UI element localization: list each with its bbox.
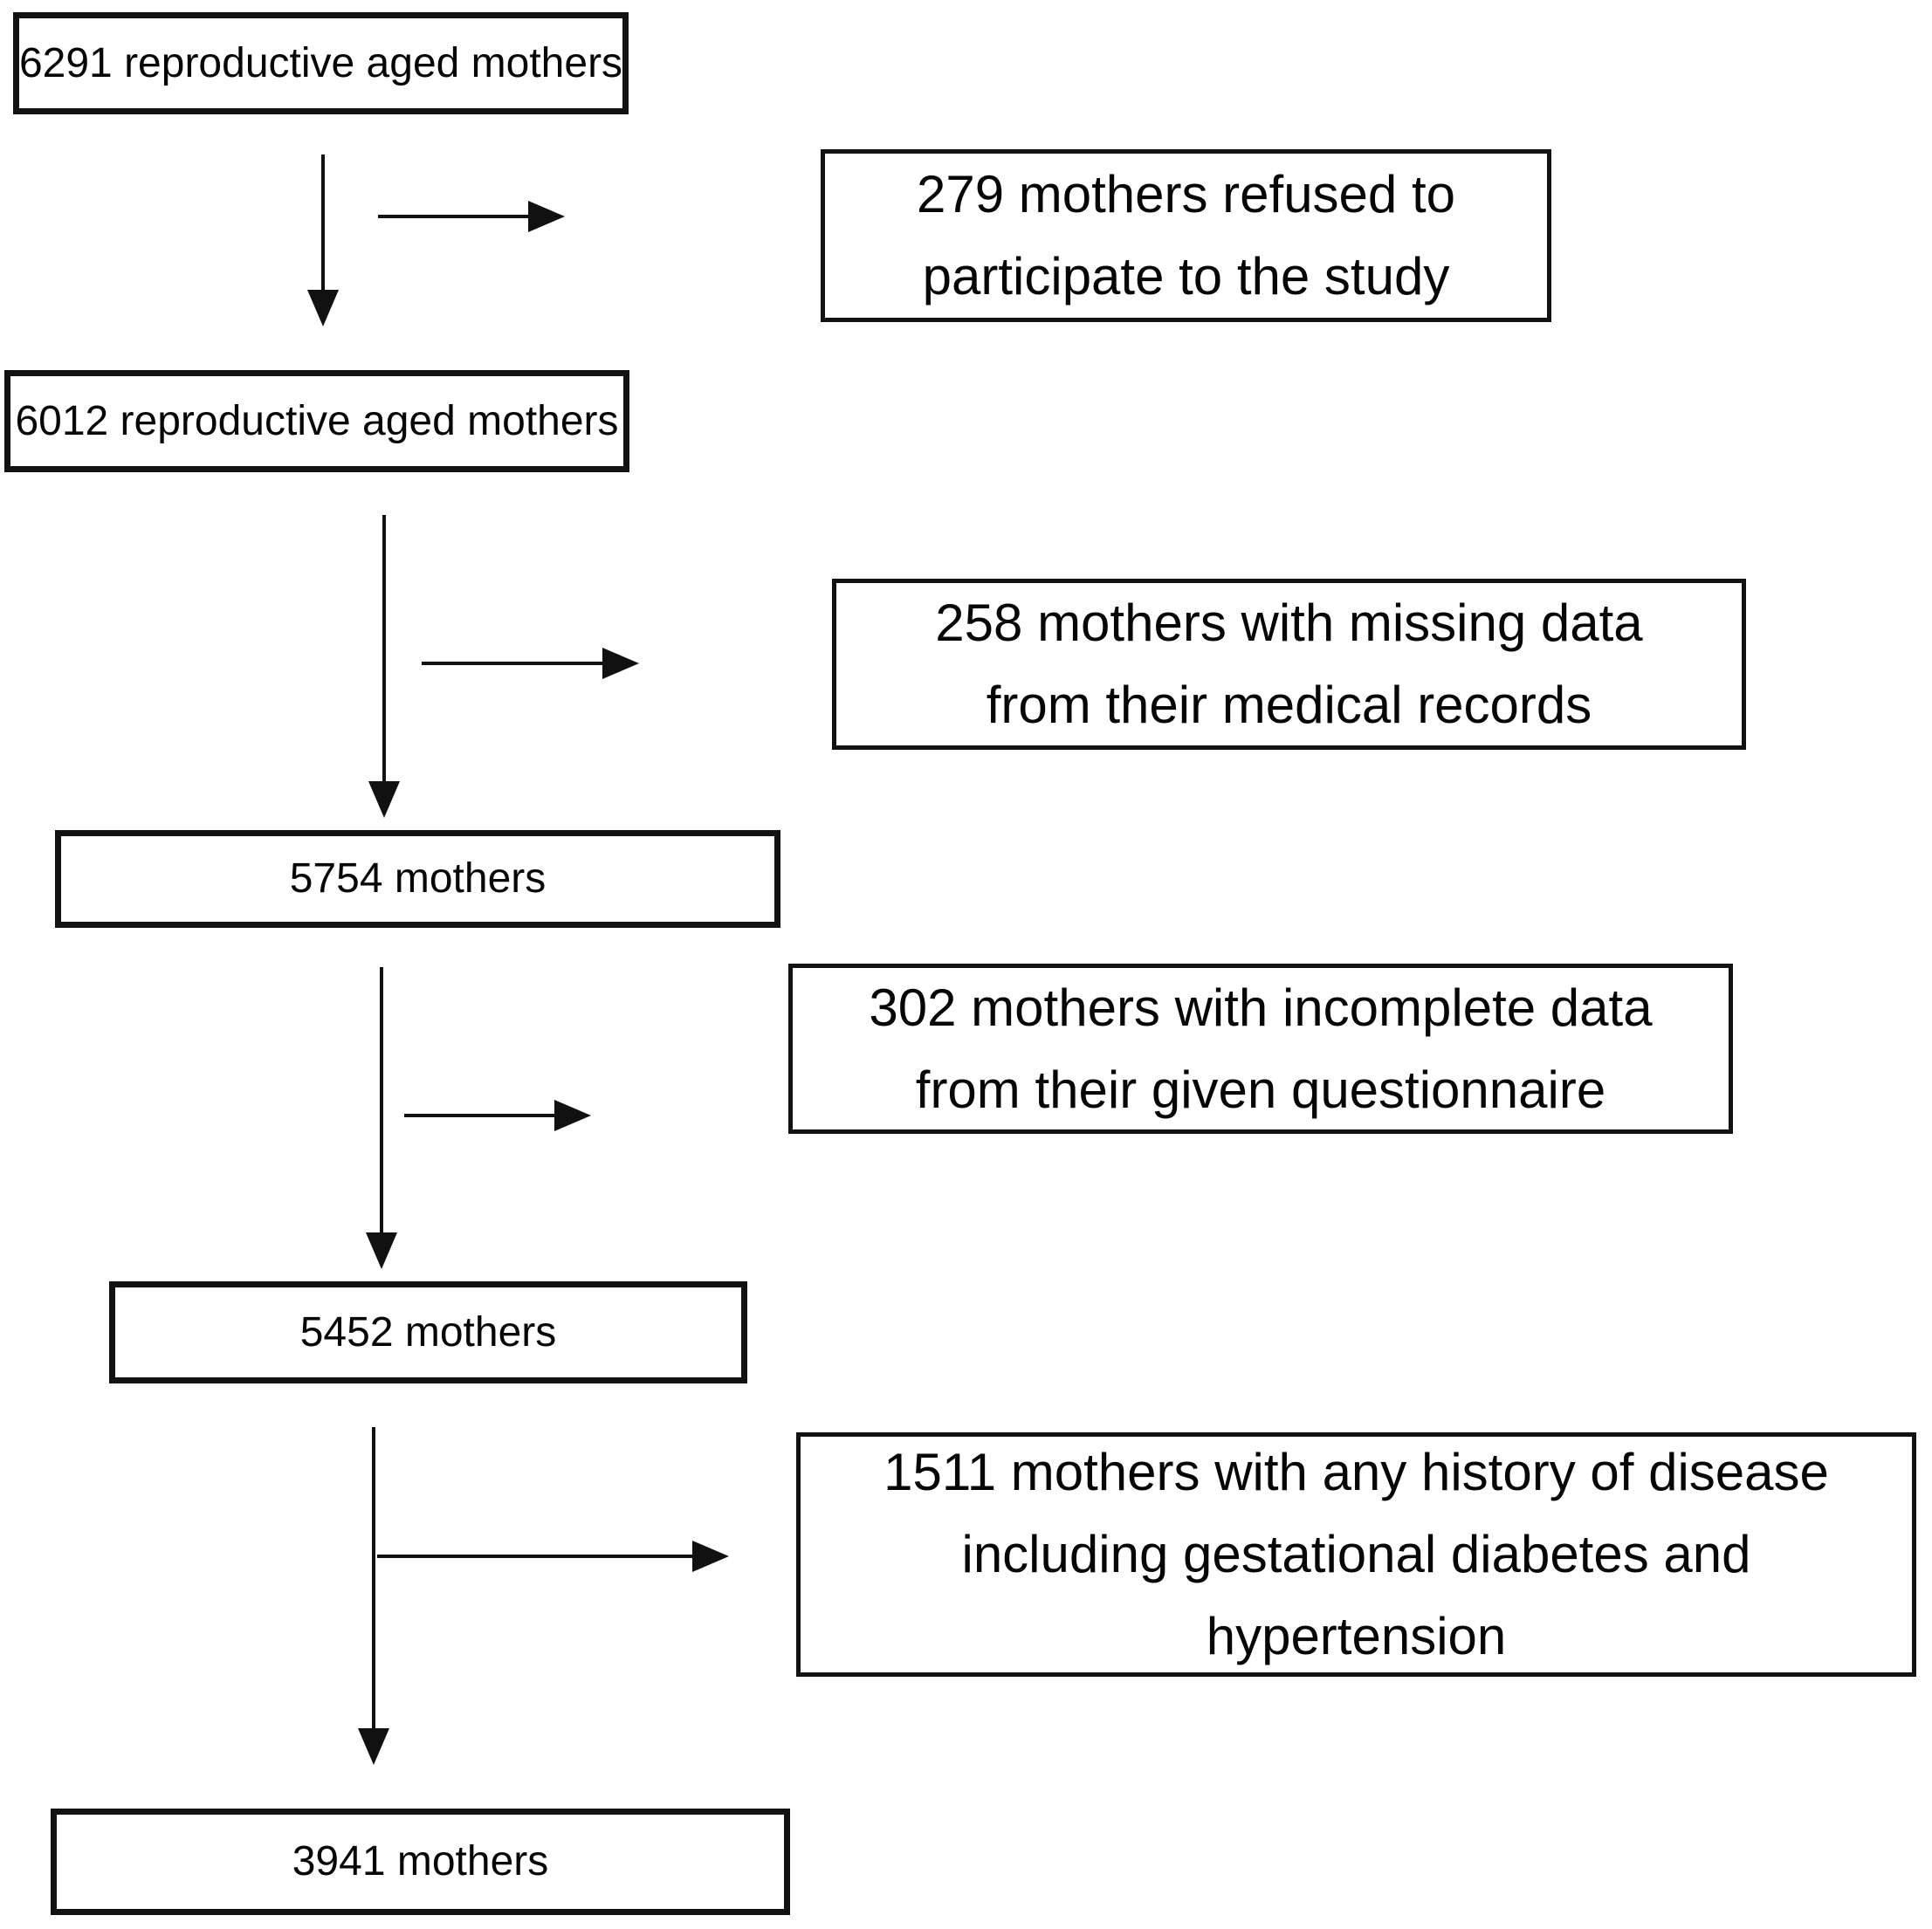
exclusion-box-302-line1: 302 mothers with incomplete data [869, 978, 1653, 1037]
flow-box-mothers-6012: 6012 reproductive aged mothers [4, 370, 629, 472]
exclusion-box-1511-line3: hypertension [1206, 1607, 1507, 1665]
flow-box-mothers-6291-label: 6291 reproductive aged mothers [18, 39, 623, 86]
flow-box-mothers-5452-label: 5452 mothers [299, 1308, 557, 1356]
arrow-branch-1 [378, 201, 565, 232]
exclusion-box-302-line2: from their given questionnaire [915, 1060, 1606, 1119]
arrow-branch-2 [422, 648, 639, 679]
exclusion-box-258-line1: 258 mothers with missing data [935, 594, 1643, 652]
arrow-down-3 [366, 967, 397, 1269]
arrow-down-1 [307, 154, 339, 326]
exclusion-box-1511: 1511 mothers with any history of disease… [796, 1432, 1916, 1677]
exclusion-box-279: 279 mothers refused to participate to th… [821, 149, 1551, 322]
arrow-branch-4 [377, 1541, 729, 1572]
flow-box-mothers-3941-label: 3941 mothers [292, 1838, 549, 1884]
flow-box-mothers-6012-label: 6012 reproductive aged mothers [15, 397, 619, 444]
flow-box-mothers-6291: 6291 reproductive aged mothers [13, 12, 629, 114]
exclusion-box-279-line1: 279 mothers refused to [916, 165, 1456, 223]
exclusion-box-302: 302 mothers with incomplete data from th… [788, 964, 1733, 1134]
exclusion-box-1511-line1: 1511 mothers with any history of disease [883, 1443, 1829, 1501]
flow-box-mothers-5754-label: 5754 mothers [289, 855, 547, 902]
arrow-down-2 [368, 515, 400, 818]
exclusion-box-1511-line2: including gestational diabetes and [961, 1525, 1751, 1583]
arrow-branch-3 [404, 1100, 591, 1131]
exclusion-box-258: 258 mothers with missing data from their… [832, 579, 1746, 750]
exclusion-box-279-line2: participate to the study [922, 247, 1450, 305]
exclusion-box-258-line2: from their medical records [986, 676, 1592, 734]
flow-box-mothers-3941: 3941 mothers [51, 1809, 790, 1915]
flow-box-mothers-5452: 5452 mothers [109, 1281, 747, 1383]
arrow-down-4 [358, 1427, 389, 1765]
flow-box-mothers-5754: 5754 mothers [55, 830, 780, 928]
